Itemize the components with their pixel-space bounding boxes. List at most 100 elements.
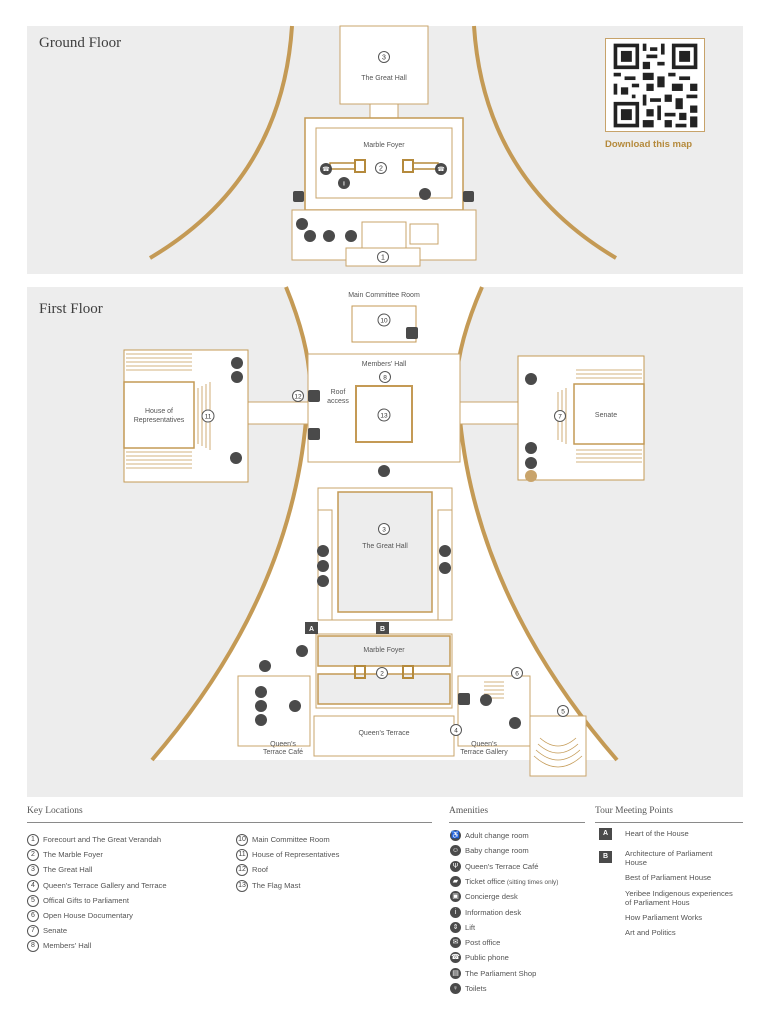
- amenity-label: Queen's Terrace Café: [465, 861, 539, 871]
- key-location-num: 10: [236, 834, 248, 846]
- cafe-icon: [289, 700, 301, 712]
- amenity-label: Concierge desk: [465, 892, 518, 902]
- key-location-label: Offical Gifts to Parliament: [43, 895, 129, 905]
- post-icon: ✉: [450, 937, 461, 949]
- toilets-icon: [230, 452, 242, 464]
- key-location-label: Senate: [43, 926, 68, 936]
- ff-marble-foyer-label: Marble Foyer: [363, 647, 405, 654]
- key-location-num: 2: [27, 849, 39, 862]
- amenity-label: Toilets: [465, 984, 487, 993]
- toilets-icon: [317, 575, 329, 587]
- key-location-label: Members' Hall: [43, 941, 92, 951]
- adult-change-icon: ♿: [450, 830, 461, 841]
- qr-code[interactable]: [605, 38, 705, 132]
- key-location-num: 5: [27, 894, 39, 907]
- key-location-num: 7: [27, 925, 39, 938]
- concierge-icon: ▣: [450, 891, 461, 903]
- phone-icon: ☎: [450, 952, 461, 964]
- adult-change-icon: [231, 357, 243, 369]
- key-location-label: Main Committee Room: [252, 835, 330, 844]
- svg-text:A: A: [309, 626, 314, 633]
- ff-marker-4: 4: [454, 728, 458, 735]
- svg-text:☎: ☎: [322, 166, 330, 173]
- ff-senate-label: Senate: [595, 412, 617, 419]
- lift-icon: [308, 390, 320, 402]
- gf-marker-3: 3: [382, 55, 386, 62]
- tour-legend-a: A: [599, 828, 612, 840]
- key-location-num: 8: [27, 940, 39, 953]
- ff-marker-12: 12: [294, 394, 302, 401]
- gf-great-hall-label: The Great Hall: [361, 75, 407, 82]
- ff-marker-11: 11: [205, 414, 212, 421]
- ff-queens-terrace-label: Queen's Terrace: [358, 730, 409, 737]
- key-location-label: Roof: [252, 865, 269, 875]
- gf-marble-foyer-label: Marble Foyer: [363, 142, 405, 149]
- shop-icon: [419, 188, 431, 200]
- gf-marker-1: 1: [381, 255, 385, 262]
- adult-change-icon: [304, 230, 316, 242]
- tour-point-b: [376, 622, 389, 634]
- tour-b-label-4: How Parliament Works: [625, 913, 703, 922]
- amenities-heading: Amenities: [449, 806, 489, 816]
- key-location-num: 11: [236, 849, 248, 862]
- ff-marker-5: 5: [561, 709, 565, 716]
- ff-marker-13: 13: [380, 413, 388, 420]
- baby-change-icon: [255, 700, 267, 712]
- amenity-note: (sitting times only): [505, 878, 559, 886]
- svg-text:☎: ☎: [437, 166, 445, 173]
- ff-marker-7: 7: [558, 414, 562, 421]
- ff-great-hall-label: The Great Hall: [362, 543, 408, 550]
- lift-icon: [308, 428, 320, 440]
- key-locations-heading: Key Locations: [27, 806, 83, 816]
- key-location-label: The Marble Foyer: [43, 850, 103, 860]
- lift-icon: ⇕: [450, 921, 461, 933]
- amenity-label: Information desk: [465, 907, 522, 917]
- tour-legend-b: B: [599, 851, 612, 863]
- info-icon: i: [450, 906, 461, 918]
- first-floor-title: First Floor: [39, 301, 103, 317]
- key-location-label: Open House Documentary: [43, 911, 133, 920]
- key-locations-rule: [27, 822, 432, 823]
- key-location-label: The Flag Mast: [252, 880, 301, 890]
- ff-members-hall-label: Members' Hall: [362, 361, 407, 368]
- ticket-icon: [378, 465, 390, 477]
- ff-marker-8: 8: [383, 375, 387, 382]
- toilets-icon: [525, 373, 537, 385]
- ff-marker-2: 2: [380, 671, 384, 678]
- ticket-icon: ▰: [450, 875, 461, 887]
- tour-heading: Tour Meeting Points: [595, 806, 673, 816]
- svg-text:B: B: [380, 626, 385, 633]
- key-location-label: Forecourt and The Great Verandah: [43, 835, 162, 844]
- tour-b-label-5: Art and Politics: [625, 928, 676, 937]
- key-location-num: 12: [236, 864, 248, 877]
- toilets-icon: ♀: [450, 983, 461, 994]
- key-location-label: Queen's Terrace Gallery and Terrace: [43, 880, 167, 890]
- key-location-label: House of Representatives: [252, 850, 340, 860]
- toilets-icon: [255, 714, 267, 726]
- adult-change-icon: [296, 645, 308, 657]
- toilets-icon: [231, 371, 243, 383]
- amenity-label: Lift: [465, 922, 476, 932]
- download-map-link[interactable]: Download this map: [605, 139, 693, 150]
- phone-icon: [435, 163, 447, 175]
- key-location-num: 1: [27, 834, 39, 846]
- toilets-icon: [317, 545, 329, 557]
- toilets-icon: [480, 694, 492, 706]
- tour-rule: [595, 822, 743, 823]
- amenity-label: Post office: [465, 938, 501, 948]
- toilets-icon: [439, 545, 451, 557]
- amenity-label: The Parliament Shop: [465, 968, 537, 978]
- key-location-label: The Great Hall: [43, 865, 93, 875]
- amenity-label: Baby change room: [465, 846, 529, 856]
- baby-change-icon: ☺: [450, 845, 461, 857]
- toilets-icon: [296, 218, 308, 230]
- toilets-icon: [439, 562, 451, 574]
- shop-icon: ▤: [450, 967, 461, 979]
- cafe-icon: Ψ: [450, 860, 461, 872]
- amenity-label: Adult change room: [465, 831, 529, 840]
- key-location-num: 6: [27, 910, 39, 922]
